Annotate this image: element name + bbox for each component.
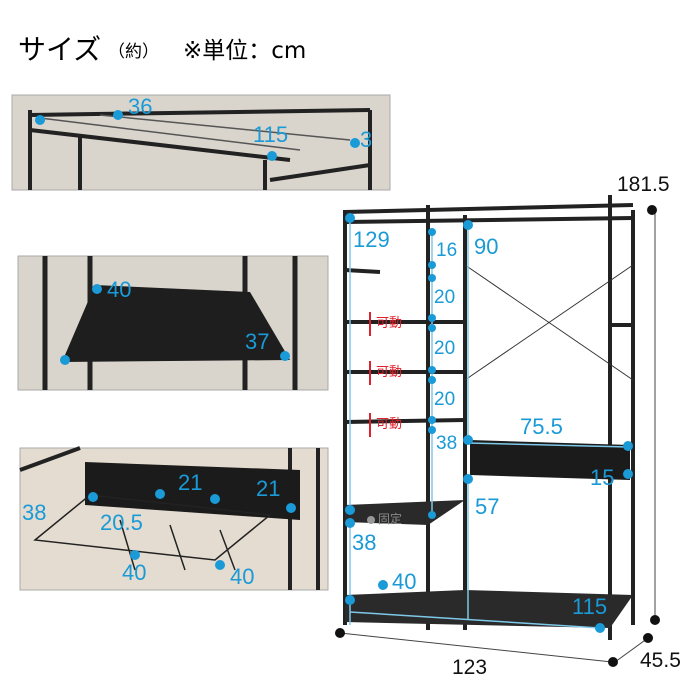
detail-photo-top-shelf: [11, 94, 391, 191]
dim-label: 16: [436, 240, 458, 261]
dim-label: 75.5: [520, 414, 563, 439]
dim-label: 40: [230, 564, 255, 589]
dim-label: 90: [474, 234, 499, 259]
dim-label: 20.5: [100, 510, 143, 535]
dim-label: 21: [178, 470, 203, 495]
dim-label: 57: [475, 494, 500, 519]
dim-label: 40: [392, 569, 417, 594]
dim-label: 38: [22, 500, 47, 525]
movable-label: 可動: [376, 417, 403, 432]
dim-label: 3: [360, 127, 373, 152]
dim-label: 38: [436, 433, 458, 454]
dim-label: 37: [245, 329, 270, 354]
overall-dimension-lines: [339, 210, 656, 663]
dimension-dots: [35, 110, 633, 633]
dim-label: 20: [434, 389, 456, 410]
dim-label: 115: [253, 122, 289, 147]
dim-label: 38: [352, 530, 377, 555]
unit-note: ※単位：cm: [183, 38, 307, 64]
dim-label: 21: [256, 476, 281, 501]
total-depth: 45.5: [640, 649, 681, 672]
dim-label: 40: [107, 277, 132, 302]
total-height: 181.5: [617, 173, 670, 196]
approx-note: （約）: [108, 42, 159, 62]
main-rack-frame: [343, 195, 635, 640]
fixed-label: 固定: [378, 512, 403, 526]
dim-label: 15: [590, 465, 615, 490]
detail-photo-middle-shelf: [17, 255, 329, 391]
dim-label: 20: [434, 287, 456, 308]
dim-label: 36: [128, 94, 153, 119]
movable-label: 可動: [376, 316, 403, 331]
dim-label: 20: [434, 338, 456, 359]
dim-label: 129: [353, 227, 390, 252]
dim-label: 115: [572, 594, 608, 619]
movable-label: 可動: [376, 365, 403, 380]
detail-photo-hanger-rack: [19, 446, 329, 591]
total-width: 123: [452, 656, 488, 679]
page-title: サイズ: [18, 33, 102, 66]
dim-label: 40: [122, 560, 147, 585]
